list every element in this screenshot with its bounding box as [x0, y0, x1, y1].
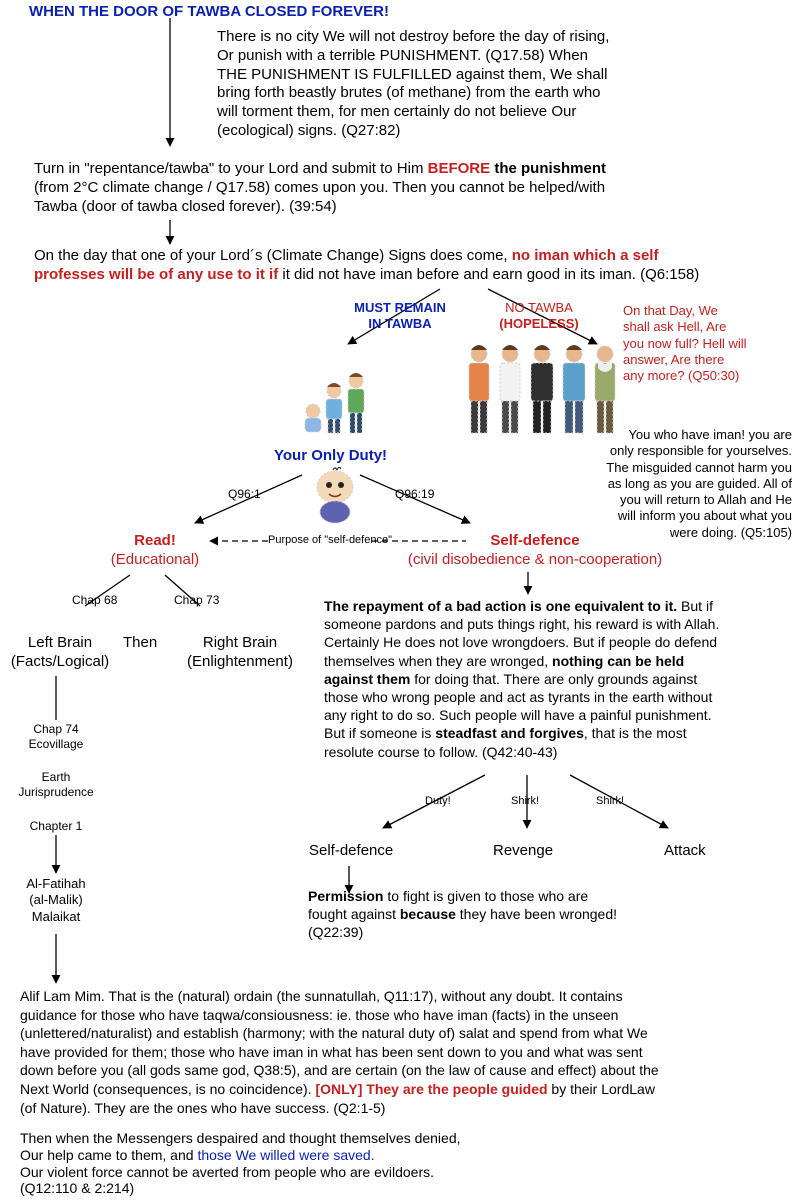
chap-73-label: Chap 73 — [174, 593, 220, 607]
quote-line: Next World (consequences, is no coincide… — [20, 1081, 655, 1098]
quote-line: Alif Lam Mim. That is the (natural) orda… — [20, 988, 623, 1004]
quote-line: guidance for those who have taqwa/consio… — [20, 1006, 619, 1023]
then-label: Then — [123, 634, 158, 651]
q2-1-5-quote: Alif Lam Mim. That is the (natural) orda… — [20, 987, 790, 1117]
only-duty-label: Your Only Duty! — [274, 447, 388, 464]
quote-line: themselves when they are wronged, nothin… — [324, 652, 685, 669]
quote-line: bring forth beastly brutes (of methane) … — [217, 84, 601, 102]
read-node: Read! (Educational) — [110, 532, 200, 568]
earth-jurisprudence-node: Earth Jurisprudence — [18, 770, 94, 799]
quote-line: Tawba (door of tawba closed forever). (3… — [34, 197, 337, 215]
q96-1-label: Q96:1 — [228, 487, 261, 501]
q12-110-quote: Then when the Messengers despaired and t… — [20, 1130, 790, 1197]
quote-line: have provided for them; those who have i… — [20, 1043, 643, 1060]
quote-line: There is no city We will not destroy bef… — [217, 28, 610, 45]
diagram-header: WHEN THE DOOR OF TAWBA CLOSED FOREVER! — [29, 3, 389, 20]
quote-line: down before you (all gods same god, Q38:… — [20, 1062, 659, 1079]
self-defence-node: Self-defence (civil disobedience & non-c… — [407, 532, 663, 568]
quote-line: will torment them, for men certainly do … — [217, 103, 577, 120]
quote-line: resolute course to follow. (Q42:40-43) — [324, 743, 558, 760]
quote-line: those who wrong people and act as tyrant… — [324, 688, 713, 705]
shirk-branch-label: Shirk! — [511, 795, 540, 807]
quote-line: Certainly He does not love wrongdoers. B… — [324, 634, 718, 651]
quote-line: any right to do so. Such people will hav… — [324, 707, 712, 724]
must-remain-label: MUST REMAIN IN TAWBA — [354, 300, 446, 332]
q39-54-quote: Turn in "repentance/tawba" to your Lord … — [34, 160, 774, 216]
chapter-1-node: Chapter 1 — [29, 819, 83, 833]
q42-40-43-quote: The repayment of a bad action is one equ… — [324, 597, 794, 761]
quote-line: (unlettered/naturalist) and establish (h… — [20, 1025, 648, 1042]
quote-line: Turn in "repentance/tawba" to your Lord … — [34, 160, 606, 177]
q50-30-quote: On that Day, We shall ask Hell, Are you … — [623, 303, 747, 383]
q22-39-quote: Permission to fight is given to those wh… — [308, 887, 708, 942]
quote-line: Then when the Messengers despaired and t… — [20, 1130, 461, 1146]
quote-line: professes will be of any use to it if it… — [34, 265, 700, 283]
quote-line: fought against because they have been wr… — [308, 906, 618, 923]
quote-line: (ecological) signs. (Q27:82) — [217, 121, 401, 139]
q5-105-quote: You who have iman! you are only responsi… — [606, 427, 792, 540]
duty-branch-label: Duty! — [425, 795, 451, 807]
quote-line: On the day that one of your Lord´s (Clim… — [34, 247, 659, 264]
quote-line: (from 2°C climate change / Q17.58) comes… — [34, 178, 606, 196]
quote-line: against them for doing that. There are o… — [324, 670, 698, 687]
left-brain-node: Left Brain (Facts/Logical) — [10, 634, 110, 670]
men-illustration — [468, 345, 616, 434]
quote-line: (of Nature). They are the ones who have … — [20, 1099, 386, 1116]
chap-74-node: Chap 74 Ecovillage — [28, 722, 84, 751]
shirk-branch-label: Shirk! — [596, 795, 625, 807]
q96-19-label: Q96:19 — [395, 487, 435, 501]
quote-line: The repayment of a bad action is one equ… — [324, 598, 713, 614]
quote-line: (Q22:39) — [308, 924, 364, 941]
right-brain-node: Right Brain (Enlightenment) — [187, 634, 293, 670]
no-tawba-label: NO TAWBA (HOPELESS) — [499, 300, 579, 332]
attack-leaf: Attack — [664, 842, 706, 859]
before-emphasis: BEFORE — [427, 160, 491, 177]
revenge-leaf: Revenge — [493, 842, 554, 859]
quote-line: someone pardons and puts things right, h… — [324, 616, 720, 633]
q6-158-quote: On the day that one of your Lord´s (Clim… — [34, 247, 784, 285]
children-illustration — [304, 373, 365, 434]
quote-line: Our violent force cannot be averted from… — [20, 1163, 435, 1180]
chap-68-label: Chap 68 — [72, 593, 118, 607]
quote-line: THE PUNISHMENT IS FULFILLED against them… — [217, 65, 608, 83]
q17-58-quote: There is no city We will not destroy bef… — [217, 28, 657, 141]
quote-line: (Q12:110 & 2:214) — [20, 1180, 135, 1197]
quote-line: Our help came to them, and those We will… — [20, 1146, 375, 1163]
quote-line: Or punish with a terrible PUNISHMENT. (Q… — [217, 46, 588, 64]
purpose-label: Purpose of "self-defence" — [268, 534, 392, 546]
quote-line: Permission to fight is given to those wh… — [308, 888, 589, 904]
al-fatihah-node: Al-Fatihah (al-Malik) Malaikat — [26, 876, 86, 924]
self-defence-leaf: Self-defence — [309, 842, 394, 859]
quote-line: But if someone is steadfast and forgives… — [324, 725, 687, 742]
cartoon-child-illustration — [316, 467, 354, 524]
